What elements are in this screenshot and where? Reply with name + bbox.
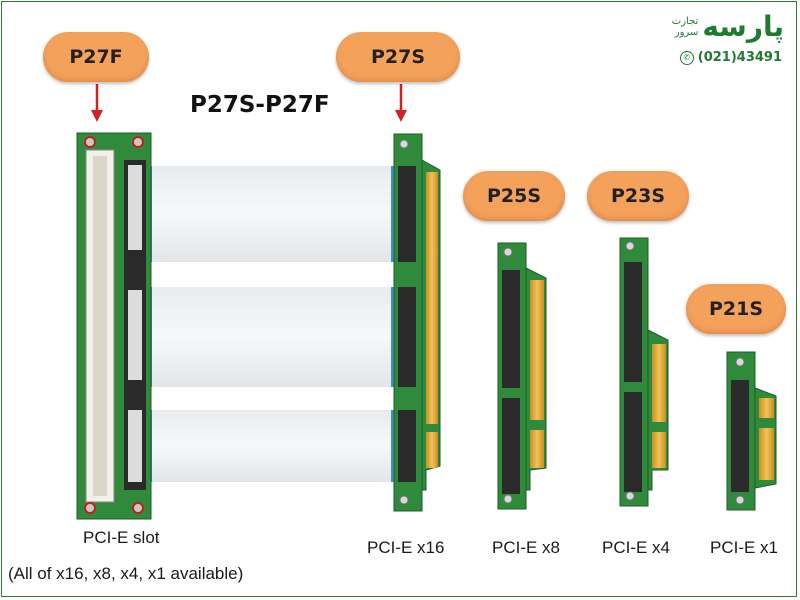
board-p21s — [726, 351, 777, 511]
label-p25s: P25S — [463, 171, 565, 221]
label-p21s: P21S — [686, 284, 786, 334]
caption-pcie-x16: PCI-E x16 — [367, 538, 445, 557]
label-p27f: P27F — [43, 32, 149, 82]
board-p25s — [497, 242, 547, 510]
caption-pcie-x4: PCI-E x4 — [602, 538, 671, 557]
logo-sub-text-2: سرور — [674, 27, 699, 38]
caption-pcie-x1: PCI-E x1 — [710, 538, 779, 557]
board-p23s — [619, 237, 669, 507]
contact-phone: ✆ (021)43491 — [679, 50, 782, 65]
board-p27f — [76, 132, 152, 520]
product-title: P27S-P27F — [190, 92, 330, 118]
logo-sub-text-1: تجارت — [671, 16, 699, 27]
ribbon-cables — [148, 166, 396, 482]
brand-logo: تجارت سرور پارسه — [672, 12, 784, 42]
caption-pcie-x8: PCI-E x8 — [492, 538, 561, 557]
logo-name: پارسه — [702, 10, 784, 43]
board-p27s — [393, 133, 441, 512]
label-p27s: P27S — [336, 32, 460, 82]
label-p23s: P23S — [587, 171, 689, 221]
caption-slot-availability: (All of x16, x8, x4, x1 available) — [8, 564, 244, 583]
arrow-p27s — [395, 84, 407, 122]
arrow-p27f — [91, 84, 103, 122]
phone-number: (021)43491 — [697, 50, 782, 65]
phone-icon: ✆ — [679, 50, 694, 65]
caption-pcie-slot: PCI-E slot — [83, 528, 160, 547]
